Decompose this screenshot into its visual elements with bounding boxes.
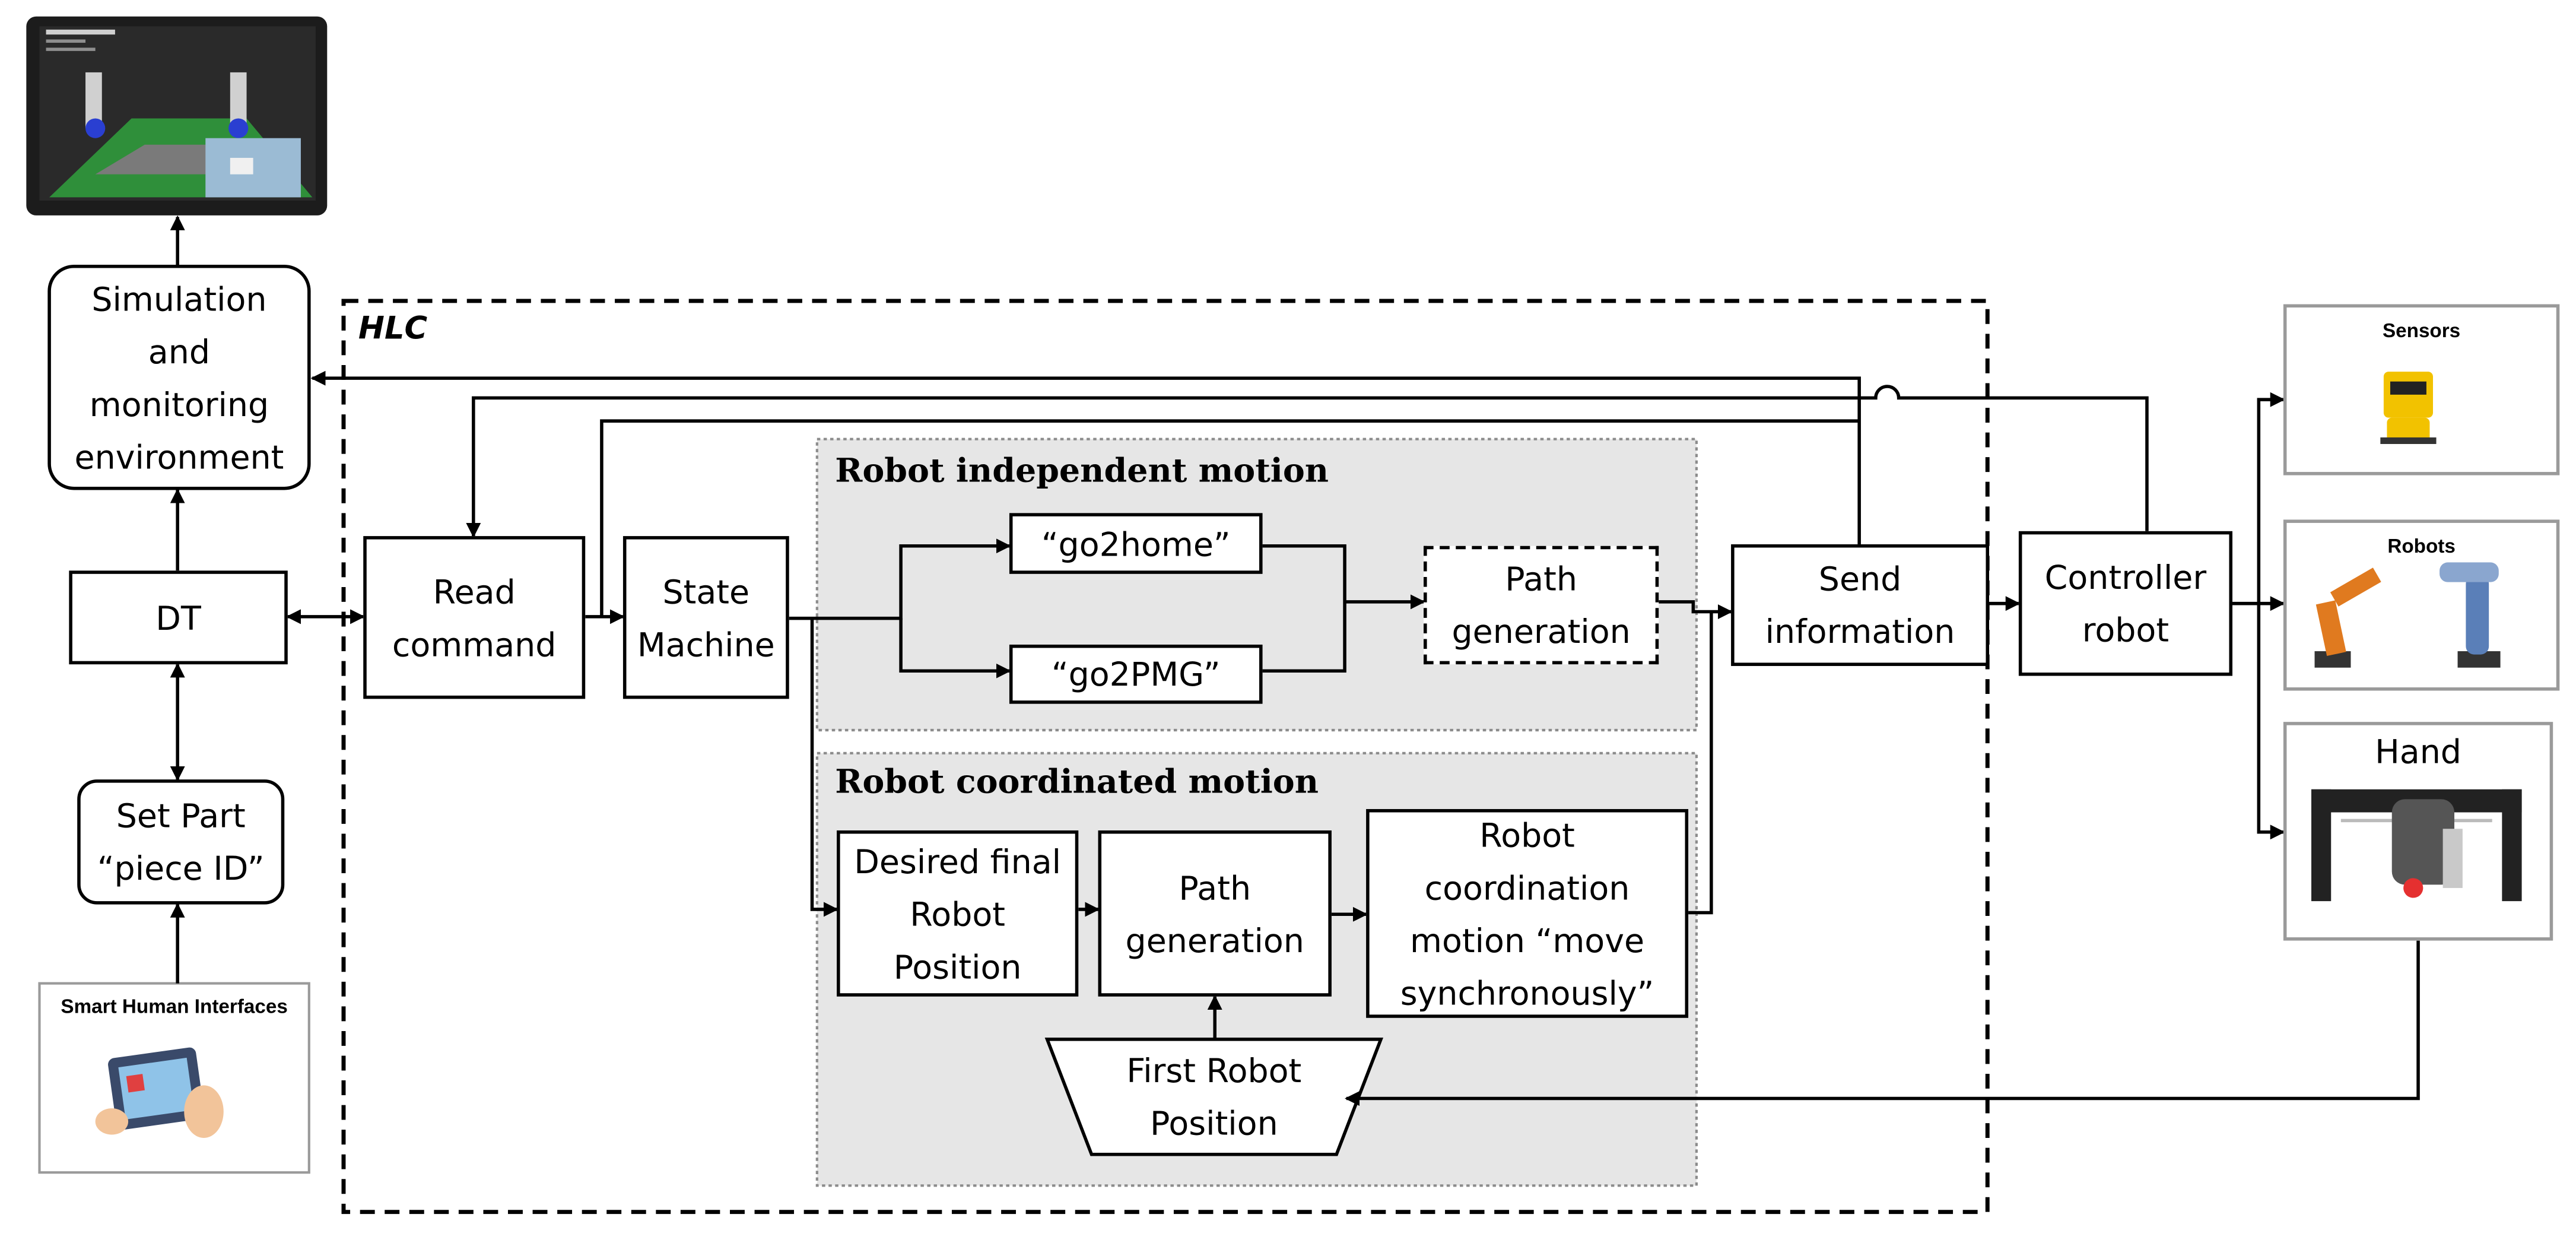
go2pmg-box: “go2PMG” xyxy=(1009,644,1263,704)
hand-panel: Hand xyxy=(2283,722,2553,941)
sensors-panel: Sensors xyxy=(2283,304,2560,475)
hlc-boundary xyxy=(341,299,1990,1215)
read-command-box: Read command xyxy=(363,536,586,699)
robots-title: Robots xyxy=(2387,534,2456,558)
desired-final-position-box: Desired final Robot Position xyxy=(837,830,1079,997)
feedback-to-simulation xyxy=(310,370,1861,398)
controller-to-hand xyxy=(2257,603,2285,840)
controller-to-sensors xyxy=(2232,392,2285,605)
path-generation-independent-box: Path generation xyxy=(1424,546,1659,665)
smart-human-interfaces-title: Smart Human Interfaces xyxy=(61,995,288,1018)
hand-title: Hand xyxy=(2375,731,2461,772)
hand-to-first-position xyxy=(1345,940,2420,1106)
feedback-to-read-command xyxy=(466,396,1861,544)
branch-to-go2pmg xyxy=(899,618,1011,678)
first-robot-position-label: First Robot Position xyxy=(1126,1051,1302,1143)
controller-feedback-line xyxy=(1859,385,2149,531)
feedback-to-state-input xyxy=(600,419,1860,617)
state-machine-box: State Machine xyxy=(622,536,789,699)
go2home-box: “go2home” xyxy=(1009,513,1263,574)
sensors-title: Sensors xyxy=(2382,319,2461,343)
state-to-independent xyxy=(789,538,1011,620)
dt-box: DT xyxy=(69,570,288,665)
first-robot-position-shape xyxy=(1044,1038,1384,1156)
hlc-label: HLC xyxy=(358,310,428,347)
path-generation-coordinated-box: Path generation xyxy=(1098,830,1332,997)
robot-coordination-motion-box: Robot coordination motion “move synchron… xyxy=(1366,808,1689,1018)
set-part-box: Set Part “piece ID” xyxy=(77,779,285,905)
independent-merge xyxy=(1262,544,1346,673)
simulation-monitoring-box: Simulation and monitoring environment xyxy=(47,265,311,490)
robots-panel: Robots xyxy=(2283,519,2560,691)
simulation-tablet-image xyxy=(26,16,328,215)
send-information-box: Send information xyxy=(1731,544,1990,666)
smart-human-interfaces-image xyxy=(38,982,310,1174)
coordinated-motion-title: Robot coordinated motion xyxy=(835,761,1319,801)
controller-robot-box: Controller robot xyxy=(2018,531,2233,676)
coordination-to-send-info xyxy=(1688,611,1713,915)
state-to-coordinated xyxy=(810,618,838,917)
independent-motion-title: Robot independent motion xyxy=(835,451,1329,490)
